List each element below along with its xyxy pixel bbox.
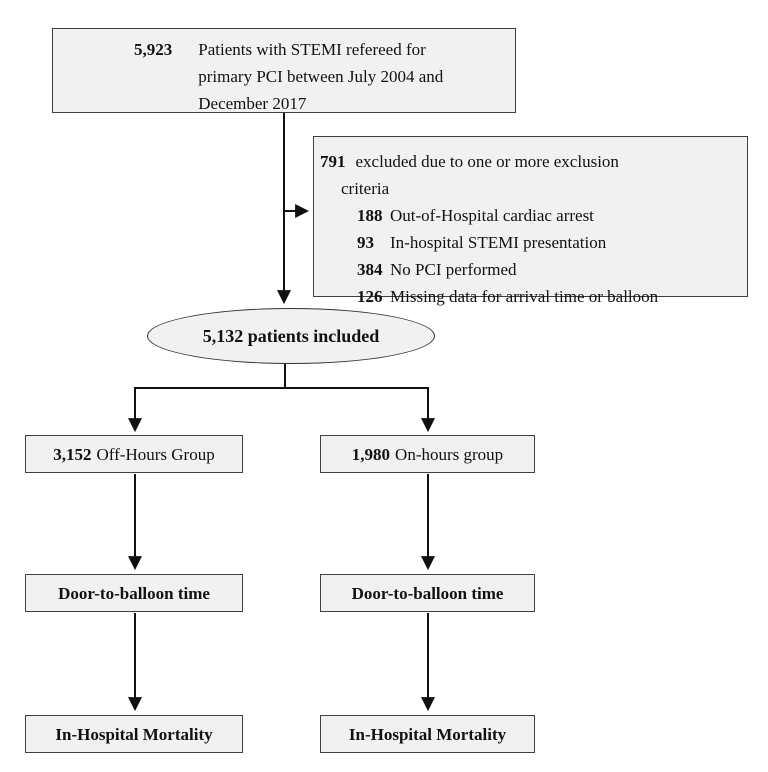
exclusion-item: 126 Missing data for arrival time or bal…: [357, 283, 743, 310]
enrollment-box: 5,923 Patients with STEMI refereed for p…: [52, 28, 516, 113]
on-hours-label: On-hours group: [395, 444, 504, 464]
included-ellipse: 5,132 patients included: [147, 308, 435, 364]
on-hours-group-box: 1,980 On-hours group: [320, 435, 535, 473]
exclusion-item-count: 384: [357, 260, 383, 279]
door-to-balloon-box-right: Door-to-balloon time: [320, 574, 535, 612]
exclusion-item: 188 Out-of-Hospital cardiac arrest: [357, 202, 743, 229]
exclusion-reason: excluded due to one or more exclusion: [355, 152, 619, 171]
exclusion-item-label: Missing data for arrival time or balloon: [390, 287, 659, 306]
door-to-balloon-box-left: Door-to-balloon time: [25, 574, 243, 612]
in-hospital-mortality-box-left: In-Hospital Mortality: [25, 715, 243, 753]
exclusion-item-label: No PCI performed: [390, 260, 517, 279]
exclusion-header: 791 excluded due to one or more exclusio…: [320, 148, 743, 175]
exclusion-item-count: 126: [357, 287, 383, 306]
off-hours-label: Off-Hours Group: [96, 444, 215, 464]
in-hospital-mortality-box-right: In-Hospital Mortality: [320, 715, 535, 753]
exclusion-item-label: Out-of-Hospital cardiac arrest: [390, 206, 594, 225]
on-hours-count: 1,980: [351, 444, 391, 464]
enrollment-text: Patients with STEMI refereed for primary…: [198, 40, 444, 113]
exclusion-box: 791 excluded due to one or more exclusio…: [313, 136, 748, 306]
off-hours-count: 3,152: [53, 444, 92, 464]
exclusion-reason-wrap: criteria: [341, 179, 390, 198]
exclusion-count: 791: [320, 152, 346, 171]
exclusion-item-label: In-hospital STEMI presentation: [390, 233, 607, 252]
enrollment-count: 5,923: [134, 40, 173, 59]
exclusion-item-count: 188: [357, 206, 383, 225]
exclusion-item: 93 In-hospital STEMI presentation: [357, 229, 743, 256]
off-hours-group-box: 3,152 Off-Hours Group: [25, 435, 243, 473]
exclusion-item-count: 93: [357, 233, 374, 252]
exclusion-item: 384 No PCI performed: [357, 256, 743, 283]
